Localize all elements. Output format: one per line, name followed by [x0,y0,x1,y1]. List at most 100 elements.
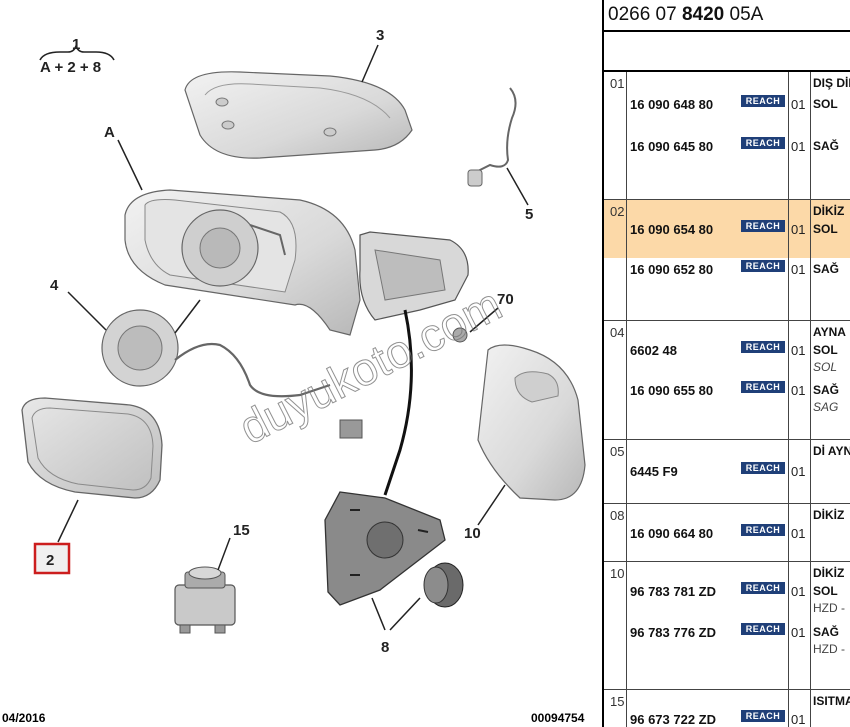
image-code: 00094754 [531,711,585,725]
side-label: SOL [813,584,838,598]
part-number: 16 090 648 80 [630,97,714,112]
quantity: 01 [791,97,806,112]
callout-8: 8 [381,639,389,656]
callout-3: 3 [376,27,384,44]
callout-15: 15 [233,522,250,539]
callout-2-highlight-box: 2 [33,542,71,575]
selected-row-highlight [604,200,850,258]
part-10-lower-housing[interactable] [477,344,586,501]
callout-4: 4 [50,277,59,294]
formula-bottom-label: A + 2 + 8 [40,59,101,76]
part-2-mirror-glass[interactable] [21,397,163,499]
column-divider [788,440,789,503]
group-title: DIŞ DİKİZ [813,76,850,90]
part-number: 96 783 776 ZD [630,625,717,640]
reach-badge: REACH [741,137,785,149]
ref-suffix: 05A [724,4,764,25]
reach-badge: REACH [741,623,785,635]
column-divider [626,440,850,503]
part-15-mirror-switch[interactable] [174,566,236,634]
column-divider [810,440,811,503]
group-number: 01 [610,76,625,91]
part-number-row[interactable]: 16 090 655 80 REACH 01 SAĞ SAG [604,381,850,414]
group-title: Dİ AYN [813,444,850,458]
reach-badge: REACH [741,220,785,232]
column-divider [626,562,850,689]
group-number: 15 [610,694,625,709]
reach-badge: REACH [741,381,785,393]
callout-5: 5 [525,206,533,223]
reach-badge: REACH [741,95,785,107]
column-divider [788,72,789,199]
ref-prefix: 0266 07 [608,4,682,25]
catalog-reference: 0266 07 8420 05A [604,0,850,32]
part-number-row[interactable]: 96 783 781 ZD REACH 01 SOL HZD - [604,582,850,615]
ref-bold: 8420 [681,4,725,25]
part-70-mirror-base[interactable] [359,231,469,343]
part-number: 16 090 655 80 [630,383,714,398]
group-number: 04 [610,325,625,340]
quantity: 01 [791,625,806,640]
part-number: 96 783 781 ZD [630,584,717,599]
side-note: SAG [813,400,839,414]
group-title: ISITMA [813,694,850,708]
quantity: 01 [791,464,806,479]
quantity: 01 [791,383,806,398]
quantity: 01 [791,584,806,599]
part-number: 16 090 664 80 [630,526,714,541]
reach-badge: REACH [741,582,785,594]
part-a-mirror-body[interactable] [124,189,361,336]
parts-table: 0266 07 8420 05A 01 DIŞ DİKİZ 16 090 648 8… [602,0,850,727]
callout-a: A [104,124,115,141]
group-number: 02 [610,204,625,219]
side-note: HZD - [813,601,845,615]
assembly-formula: 1 A + 2 + 8 [39,36,115,76]
part-number: 16 090 645 80 [630,139,714,154]
column-divider [810,690,811,727]
column-divider [810,562,811,689]
side-note: HZD - [813,642,845,656]
group-number: 08 [610,508,625,523]
side-label: SAĞ [813,383,840,397]
part-number: 6445 F9 [630,464,678,479]
parts-group: 08 DİKİZ 16 090 664 80 REACH 01 [604,504,850,562]
part-4-mirror-motor[interactable] [101,309,363,439]
callout-70: 70 [497,291,514,308]
part-5-cable[interactable] [467,87,517,187]
date-code: 04/2016 [2,711,46,725]
side-label: SOL [813,97,838,111]
quantity: 01 [791,262,806,277]
quantity: 01 [791,526,806,541]
part-8-bushing[interactable] [423,562,464,608]
column-divider [626,72,850,199]
part-8-glass-holder[interactable] [324,491,446,606]
callout-10: 10 [464,525,481,542]
part-number-row[interactable]: 16 090 664 80 REACH 01 [604,524,850,544]
part-3-mirror-cover[interactable] [184,71,413,159]
part-number-row[interactable]: 16 090 648 80 REACH 01 SOL [604,95,850,115]
side-label: SOL [813,222,838,236]
reach-badge: REACH [741,260,785,272]
quantity: 01 [791,712,806,727]
reach-badge: REACH [741,524,785,536]
group-title: DİKİZ [813,508,845,522]
exploded-mirror-diagram: 1 A + 2 + 8 3 A 5 4 [2,27,586,725]
callout-2: 2 [46,552,54,569]
reach-badge: REACH [741,710,785,722]
column-divider [626,504,850,561]
column-divider [810,72,811,199]
side-label: SAĞ [813,139,840,153]
